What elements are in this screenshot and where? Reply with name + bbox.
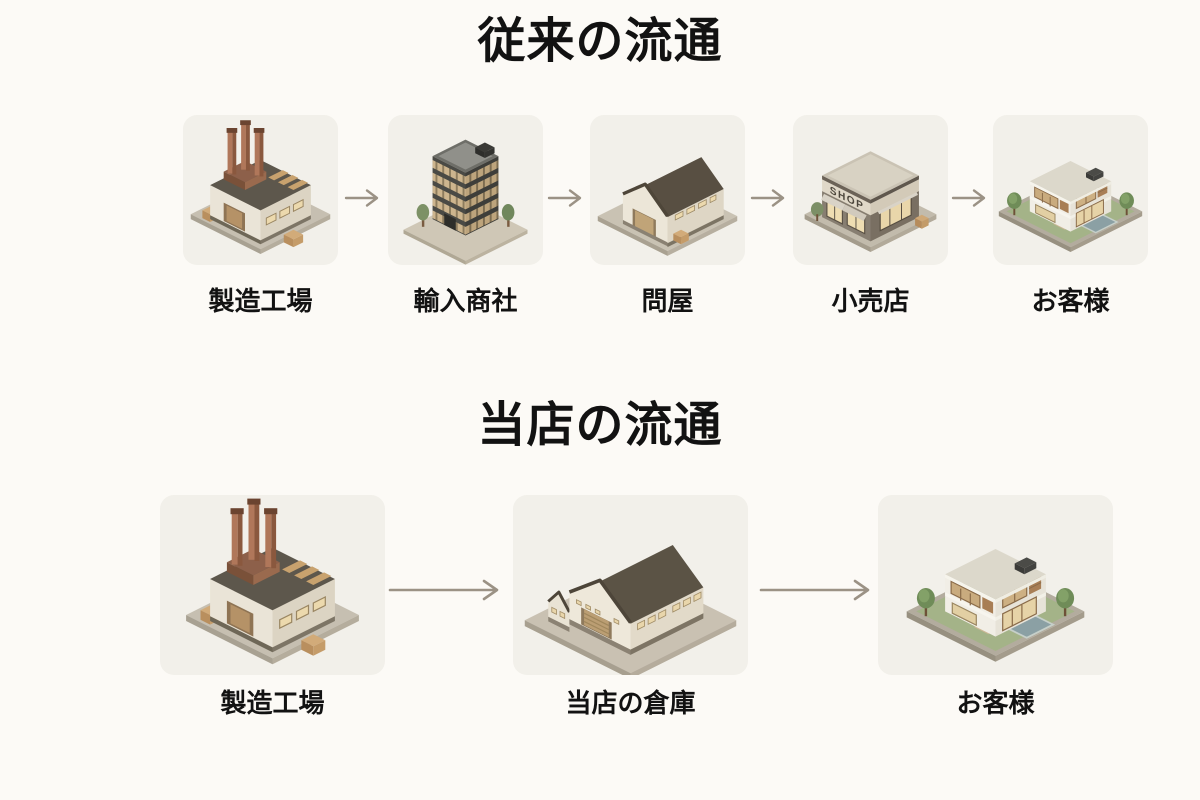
step-label-customer: お客様 — [956, 688, 1035, 718]
big-warehouse-icon — [524, 545, 737, 675]
house-icon — [998, 160, 1143, 252]
flow-arrow-icon — [759, 579, 870, 601]
section-title-traditional: 従来の流通 — [477, 15, 723, 68]
step-card-import-trader — [388, 115, 543, 265]
shop-icon: SHOP — [804, 151, 937, 252]
factory-icon — [190, 120, 331, 254]
step-label-factory: 製造工場 — [220, 688, 325, 718]
step-card-wholesaler — [590, 115, 745, 265]
step-card-factory — [183, 115, 338, 265]
flow-arrow-icon — [547, 189, 582, 207]
section-title-ours: 当店の流通 — [477, 399, 723, 452]
step-label-retailer: 小売店 — [831, 286, 910, 316]
step-card-customer — [878, 495, 1113, 675]
warehouse-icon — [597, 157, 738, 256]
step-label-customer: お客様 — [1031, 286, 1110, 316]
flow-arrow-icon — [388, 579, 499, 601]
flow-arrow-icon — [951, 189, 986, 207]
step-card-customer — [993, 115, 1148, 265]
step-card-factory — [160, 495, 385, 675]
flow-arrow-icon — [750, 189, 785, 207]
factory-icon — [186, 498, 359, 665]
step-label-wholesaler: 問屋 — [641, 286, 694, 316]
step-card-retailer: SHOP — [793, 115, 948, 265]
house-icon — [906, 549, 1085, 662]
step-card-our-warehouse — [513, 495, 748, 675]
step-label-factory: 製造工場 — [208, 286, 313, 316]
office-building-icon — [403, 139, 528, 265]
step-label-our-warehouse: 当店の倉庫 — [565, 688, 696, 718]
step-label-import-trader: 輸入商社 — [413, 286, 518, 316]
flow-arrow-icon — [344, 189, 379, 207]
